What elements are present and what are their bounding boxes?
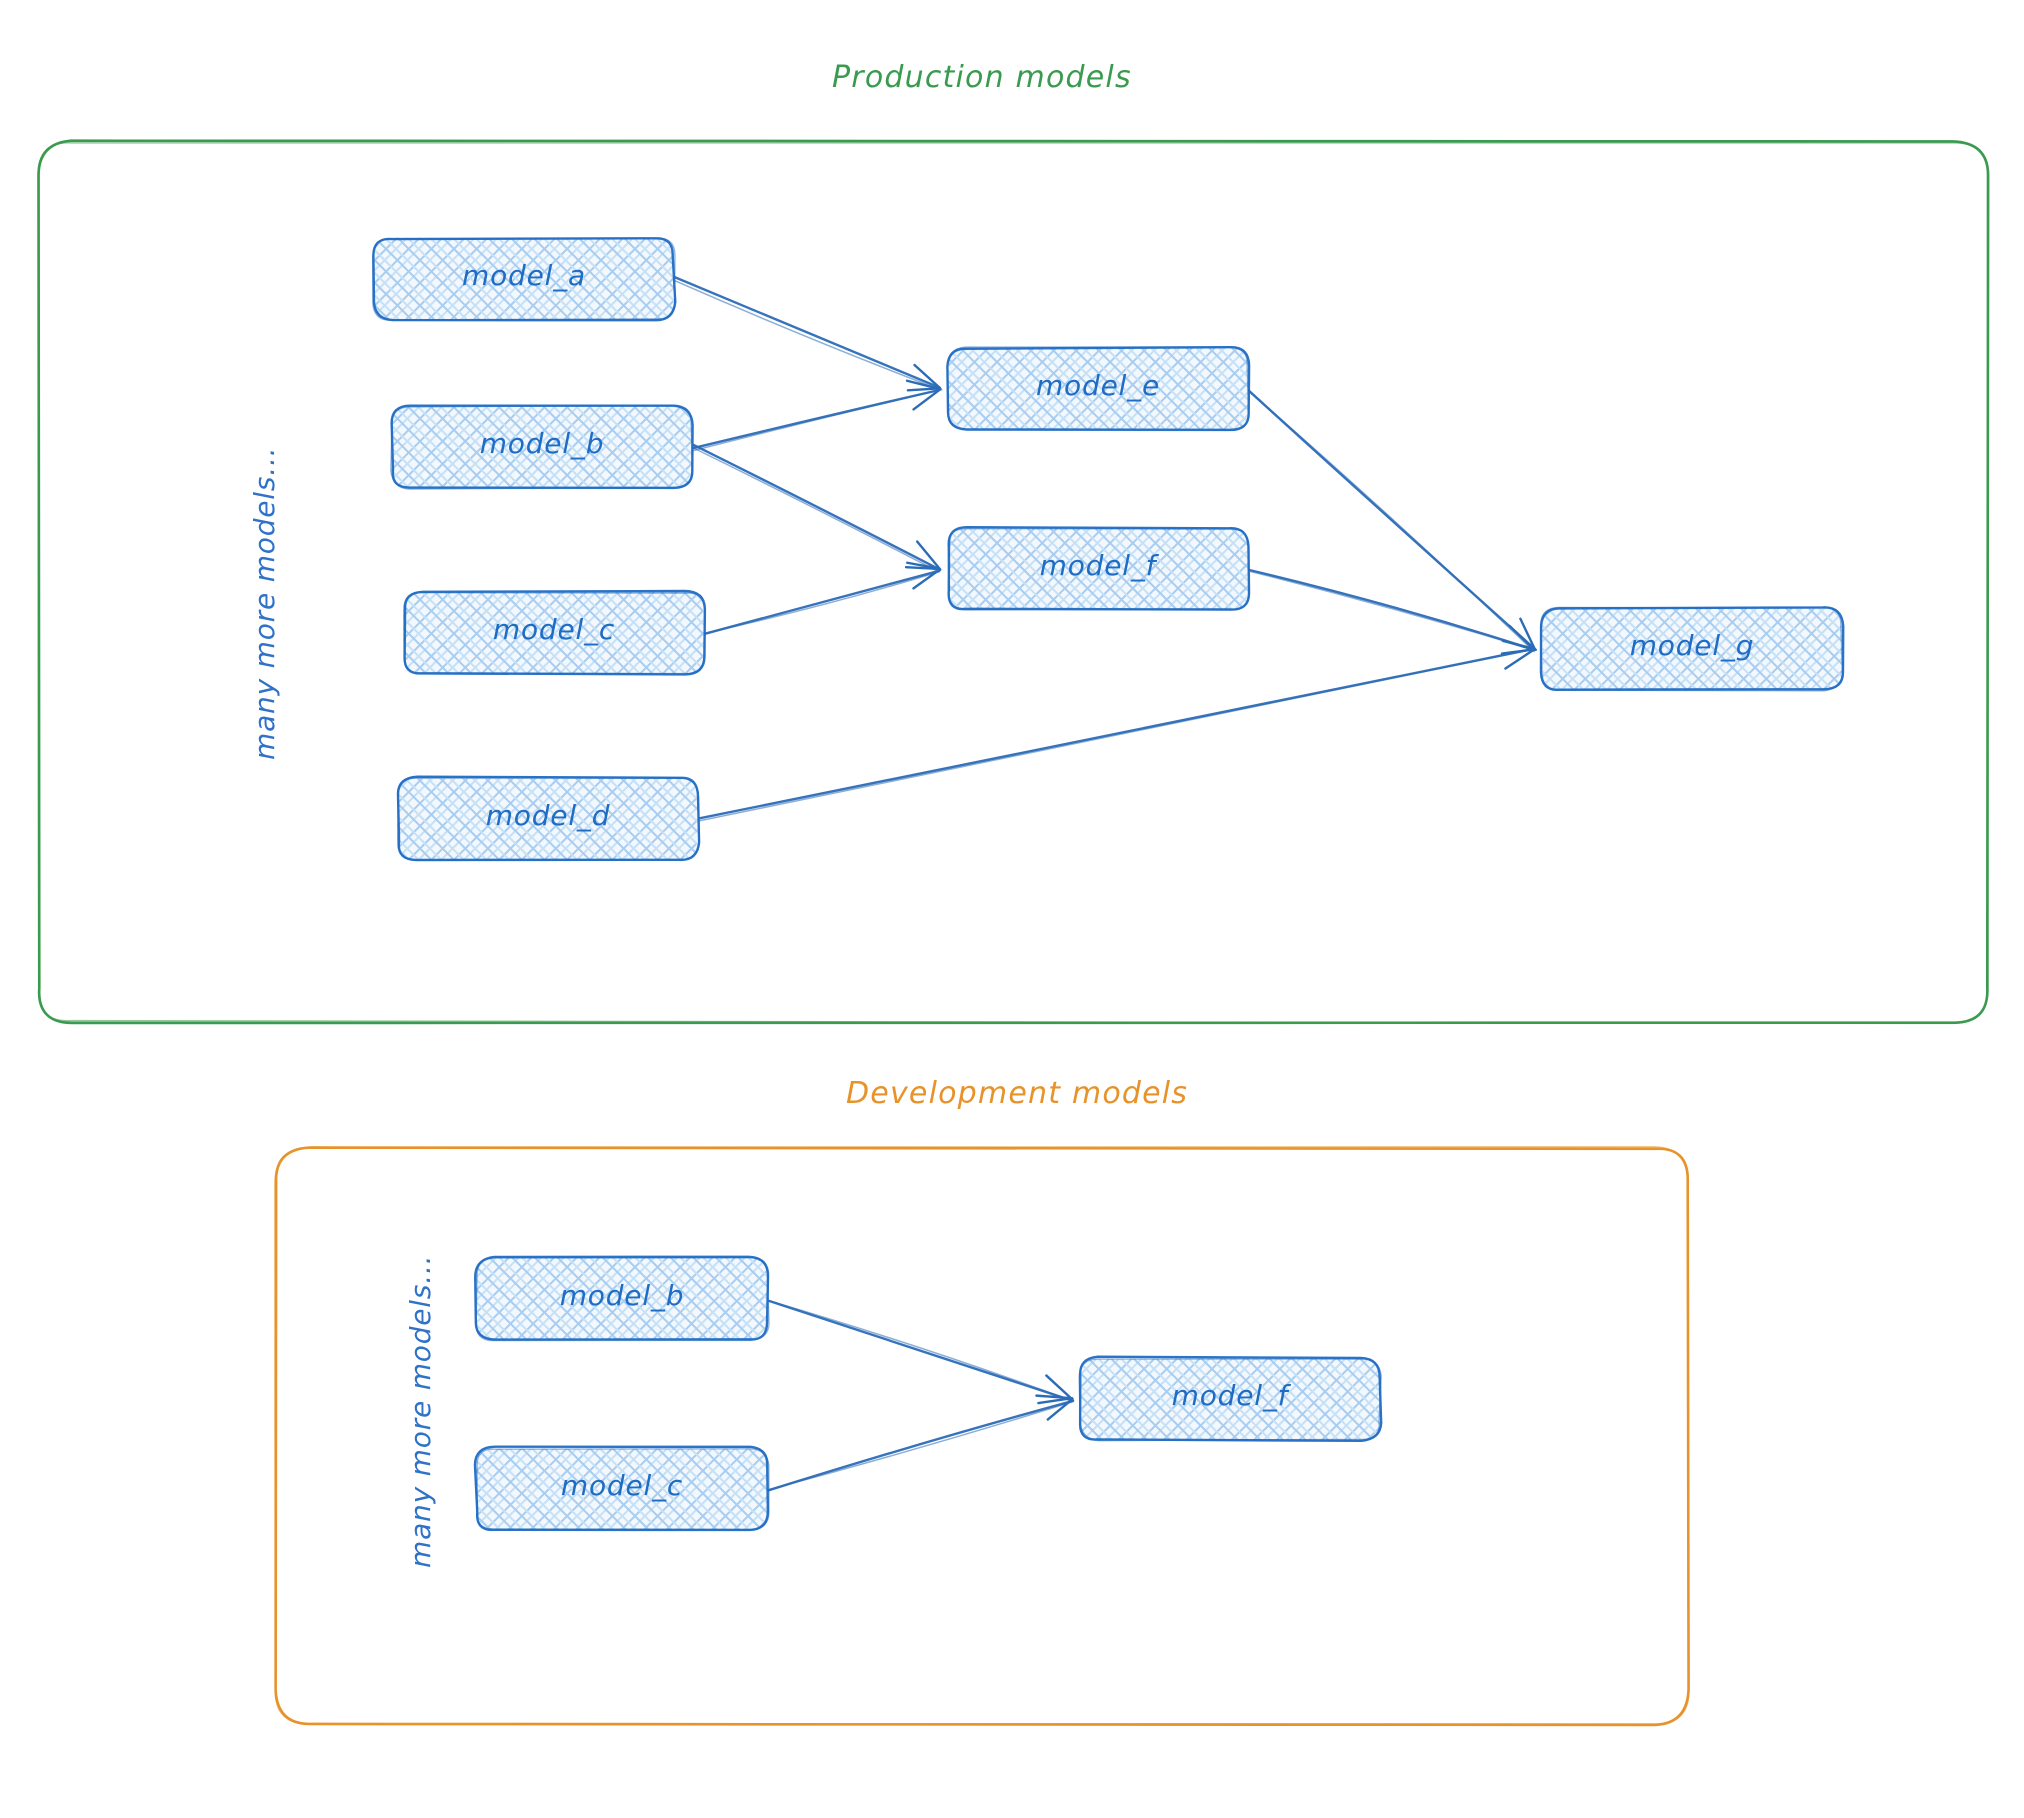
edge-d-to-g: [697, 639, 1537, 822]
edge-dev-c-to-f: [766, 1394, 1075, 1492]
group-container-production: [37, 139, 1990, 1025]
model-node-prod_model_f[interactable]: [947, 525, 1251, 611]
edges-layer: [671, 275, 1538, 1492]
model-node-prod_model_c[interactable]: [403, 589, 707, 676]
group-title-production: Production models: [832, 60, 1132, 95]
model-node-dev_model_f[interactable]: [1078, 1355, 1383, 1443]
model-node-dev_model_b[interactable]: [474, 1255, 770, 1342]
group-title-development: Development models: [846, 1076, 1189, 1111]
edge-b-to-e: [690, 379, 943, 452]
group-side-note-production: many more models...: [248, 446, 281, 760]
model-node-prod_model_d[interactable]: [396, 775, 701, 862]
edge-c-to-f: [702, 561, 941, 636]
edge-dev-b-to-f: [766, 1299, 1075, 1405]
model-node-prod_model_g[interactable]: [1539, 606, 1845, 692]
model-node-prod_model_b[interactable]: [390, 404, 694, 490]
model-node-dev_model_c[interactable]: [473, 1445, 770, 1532]
group-containers-layer: [37, 139, 1990, 1727]
group-side-note-development: many more models...: [404, 1254, 437, 1568]
model-node-prod_model_a[interactable]: [372, 237, 677, 322]
edge-e-to-g: [1246, 388, 1538, 653]
edge-a-to-e: [671, 275, 942, 392]
edge-b-to-f: [692, 443, 942, 573]
nodes-layer: [372, 237, 1845, 1532]
model-node-prod_model_e[interactable]: [946, 345, 1251, 432]
group-container-development: [274, 1145, 1690, 1727]
